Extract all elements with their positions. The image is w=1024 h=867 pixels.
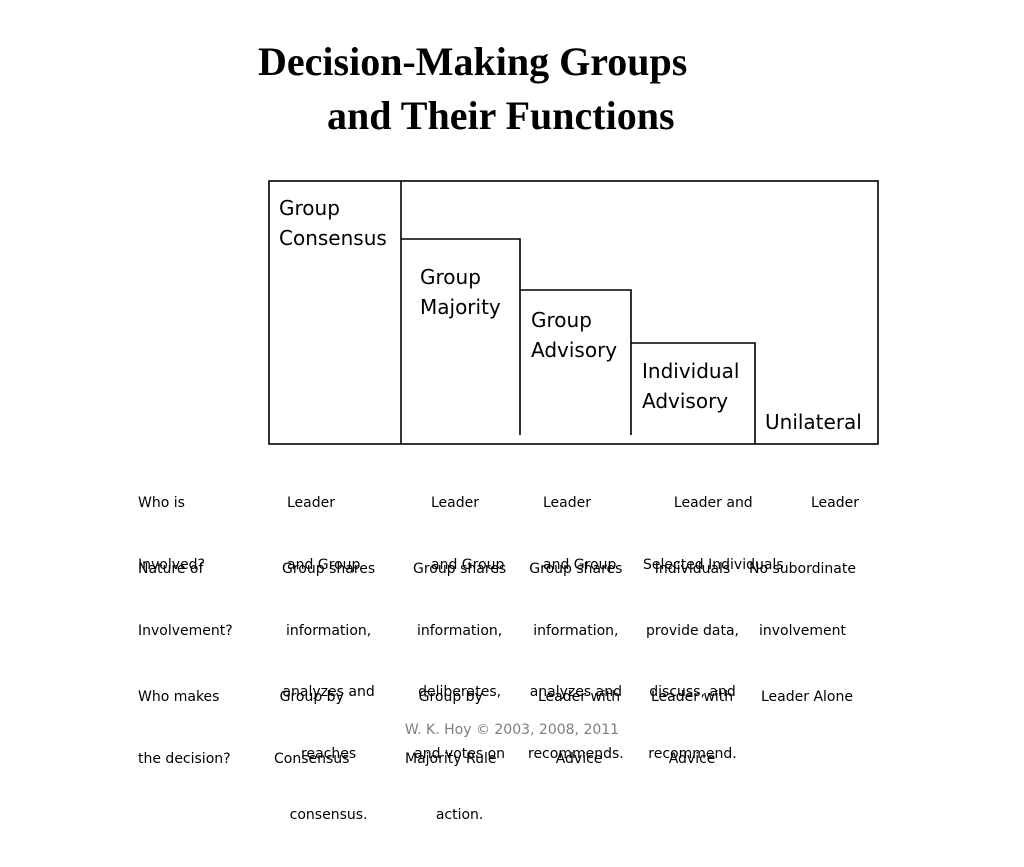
cell-line: provide data, — [646, 622, 740, 639]
step-label-line: Majority — [420, 295, 501, 319]
cell-group-advisory: Leader with Advice — [538, 646, 620, 810]
row-label: Nature of Involvement? — [138, 518, 233, 682]
cell-line: and Group — [287, 556, 361, 573]
step-label-line: Group — [279, 196, 340, 220]
cell-line: Leader — [431, 495, 480, 511]
step-label-consensus: Group Consensus — [279, 193, 387, 253]
cell-line: information, — [285, 622, 372, 639]
cell-line: Consensus — [274, 750, 350, 767]
cell-majority: Group by Majority Rule — [405, 646, 496, 810]
cell-group-advisory: Leader and Group — [543, 452, 616, 616]
cell-line: analyzes and — [529, 684, 622, 700]
cell-line: deliberates, — [418, 684, 502, 700]
cell-individual-advisory: Individuals provide data, discuss, and r… — [646, 518, 739, 805]
cell-line: involvement — [758, 622, 846, 639]
step-label-line: Unilateral — [765, 410, 862, 434]
cell-line: recommends. — [528, 745, 624, 762]
cell-majority: Leader and Group — [431, 452, 504, 616]
cell-line: Leader — [543, 495, 592, 511]
step-label-group-advisory: Group Advisory — [531, 305, 617, 365]
row-label: Who is Involved? — [138, 452, 205, 616]
cell-line: and Group — [431, 556, 505, 573]
cell-line: Selected Individuals — [643, 556, 784, 573]
staircase-diagram — [268, 180, 879, 445]
step-label-line: Group — [420, 265, 481, 289]
cell-line: Leader — [287, 495, 336, 511]
row-label: Who makes the decision? — [138, 646, 231, 810]
step-majority-outline — [401, 238, 521, 435]
step-label-line: Advisory — [642, 389, 729, 413]
cell-line: Individuals — [654, 561, 731, 577]
row-label-line: Who makes — [138, 689, 220, 705]
cell-line: Majority Rule — [405, 750, 497, 767]
cell-individual-advisory: Leader and Selected Individuals — [643, 452, 784, 616]
cell-line: analyzes and — [282, 684, 375, 700]
row-label-line: the decision? — [138, 750, 231, 767]
step-label-line: Advisory — [531, 338, 618, 362]
cell-line: and Group — [543, 556, 617, 573]
cell-line: Group shares — [282, 561, 376, 577]
step-label-individual-advisory: Individual Advisory — [642, 356, 739, 416]
cell-unilateral: No subordinate involvement — [749, 518, 856, 682]
row-label-line: Nature of — [138, 561, 204, 577]
cell-line: Leader with — [538, 689, 621, 705]
step-label-unilateral: Unilateral — [765, 407, 862, 437]
cell-line: No subordinate — [749, 561, 856, 577]
cell-consensus: Group by Consensus — [274, 646, 349, 810]
cell-line: Group shares — [529, 561, 623, 577]
step-group-advisory-outline — [520, 289, 632, 435]
row-label-line: Involved? — [138, 556, 205, 573]
cell-line: Leader — [811, 495, 860, 511]
footer-copyright: W. K. Hoy © 2003, 2008, 2011 — [404, 722, 620, 738]
cell-unilateral: Leader Alone — [761, 646, 853, 749]
row-label-line: Who is — [138, 495, 185, 511]
cell-line: reaches — [301, 745, 357, 762]
cell-line: information, — [533, 622, 619, 639]
step-label-majority: Group Majority — [420, 262, 501, 322]
title-line-1: Decision-Making Groups — [258, 39, 688, 84]
cell-individual-advisory: Leader with Advice — [651, 646, 733, 810]
cell-line: information, — [416, 622, 503, 639]
row-label-line: Involvement? — [138, 622, 233, 639]
cell-line: Advice — [668, 750, 716, 767]
cell-line: Group by — [279, 689, 344, 705]
step-label-line: Individual — [642, 359, 740, 383]
cell-group-advisory: Group shares information, analyzes and r… — [528, 518, 624, 805]
cell-line: Leader with — [651, 689, 734, 705]
cell-line: Leader Alone — [761, 689, 853, 705]
diagram-frame — [268, 180, 879, 445]
cell-line: discuss, and — [649, 684, 736, 700]
cell-line: Group by — [418, 689, 483, 705]
cell-line: Advice — [555, 750, 603, 767]
cell-consensus: Leader and Group — [287, 452, 360, 616]
cell-line: recommend. — [648, 745, 737, 762]
cell-unilateral: Leader — [811, 452, 859, 555]
cell-line: Group shares — [413, 561, 507, 577]
cell-line: and votes on — [414, 745, 506, 762]
title-line-2: and Their Functions — [327, 93, 675, 138]
cell-line: Leader and — [673, 495, 753, 511]
step-individual-advisory-outline — [631, 342, 756, 444]
step-label-line: Group — [531, 308, 592, 332]
step-label-line: Consensus — [279, 226, 387, 250]
